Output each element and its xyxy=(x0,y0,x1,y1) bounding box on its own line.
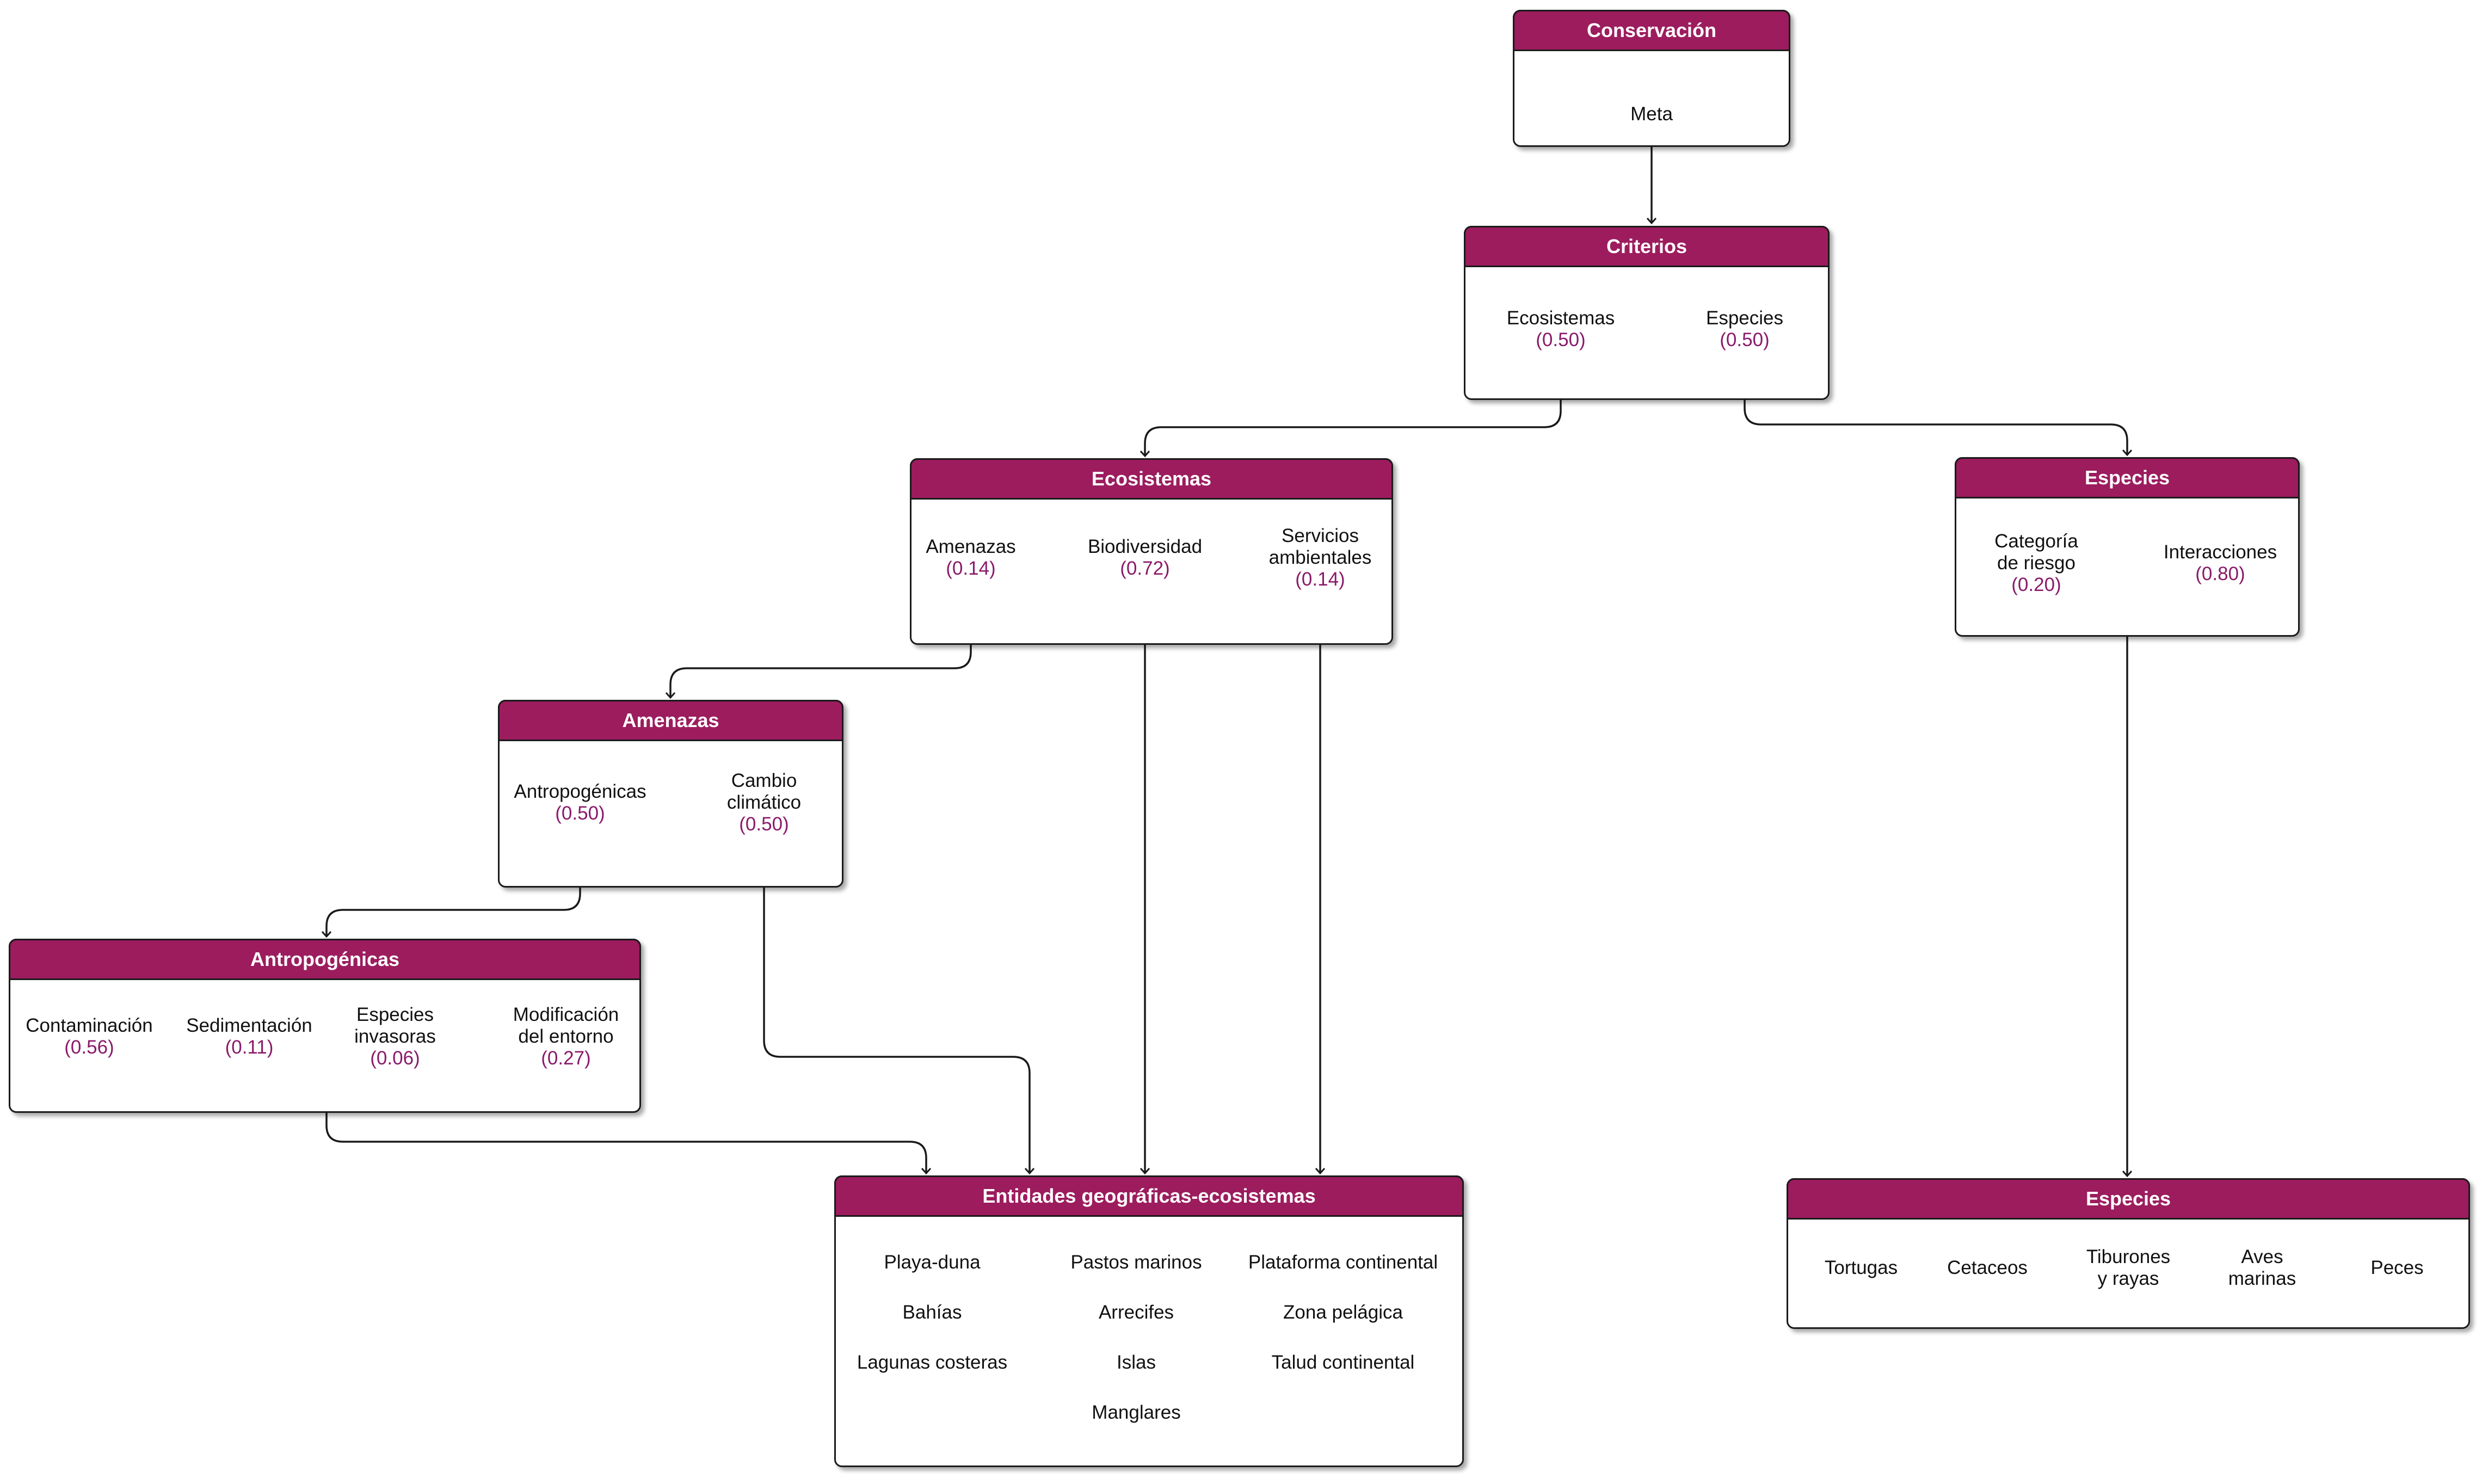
item-text: Modificación xyxy=(513,1004,619,1025)
item-text: Especies xyxy=(356,1004,434,1025)
node-title: Especies xyxy=(1787,1178,2470,1220)
node-title: Especies xyxy=(1955,457,2300,498)
chain-item: Talud continental xyxy=(1271,1352,1415,1373)
item-text: Meta xyxy=(1630,103,1673,125)
item-text: marinas xyxy=(2228,1268,2296,1289)
item-label: Meta xyxy=(1630,103,1673,125)
node-antropogenicas: Antropogénicas xyxy=(9,939,641,1113)
node-ecosistemas: Ecosistemas xyxy=(910,458,1393,645)
item-text: invasoras xyxy=(354,1026,436,1047)
item-weight: (0.27) xyxy=(541,1048,591,1069)
connector-cambio-entidades xyxy=(763,871,1035,1175)
item-text: y rayas xyxy=(2097,1268,2159,1289)
node-title: Entidades geográficas-ecosistemas xyxy=(834,1175,1464,1217)
item-text: Aves xyxy=(2241,1246,2283,1267)
item-label: Sedimentación(0.11) xyxy=(186,1015,312,1058)
item-text: Amenazas xyxy=(926,536,1016,557)
item-text: Ecosistemas xyxy=(1506,307,1615,329)
node-title: Criterios xyxy=(1464,226,1830,267)
item-weight: (0.50) xyxy=(1720,329,1770,350)
item-weight: (0.06) xyxy=(370,1048,420,1069)
item-label: Ecosistemas(0.50) xyxy=(1507,307,1615,351)
item-text: Cambio xyxy=(731,770,797,791)
item-text: Contaminación xyxy=(26,1015,153,1036)
node-title: Ecosistemas xyxy=(910,458,1393,500)
chain-item: Lagunas costeras xyxy=(857,1352,1008,1373)
item-weight: (0.20) xyxy=(2011,574,2061,595)
item-text: Tortugas xyxy=(1824,1257,1898,1278)
item-text: ambientales xyxy=(1268,547,1372,568)
chain-item: Islas xyxy=(1117,1352,1156,1373)
chain-item: Playa-duna xyxy=(884,1252,981,1273)
item-weight: (0.72) xyxy=(1120,558,1170,579)
item-label: Cetaceos xyxy=(1947,1257,2028,1279)
chain-item: Bahías xyxy=(902,1302,962,1323)
item-text: Interacciones xyxy=(2163,541,2277,563)
item-label: Especies(0.50) xyxy=(1706,307,1783,351)
item-text: Tiburones xyxy=(2086,1246,2171,1267)
item-weight: (0.80) xyxy=(2195,563,2245,584)
item-text: Servicios xyxy=(1282,525,1359,546)
item-weight: (0.14) xyxy=(1295,569,1345,590)
item-label: Amenazas(0.14) xyxy=(926,536,1015,580)
node-especies-bottom: Especies xyxy=(1787,1178,2470,1329)
item-label: Antropogénicas(0.50) xyxy=(514,781,646,824)
item-weight: (0.11) xyxy=(225,1037,274,1058)
node-title: Conservación xyxy=(1513,10,1790,51)
item-label: Peces xyxy=(2370,1257,2423,1279)
item-label: Tortugas xyxy=(1825,1257,1898,1279)
item-weight: (0.50) xyxy=(1536,329,1586,350)
item-weight: (0.14) xyxy=(946,558,996,579)
item-label: Interacciones(0.80) xyxy=(2164,541,2277,585)
item-label: Biodiversidad(0.72) xyxy=(1088,536,1202,580)
item-label: Contaminación(0.56) xyxy=(26,1015,152,1058)
item-text: Sedimentación xyxy=(186,1015,312,1036)
chain-item: Plataforma continental xyxy=(1248,1252,1438,1273)
item-weight: (0.50) xyxy=(555,803,605,824)
item-text: del entorno xyxy=(518,1026,614,1047)
item-text: Peces xyxy=(2370,1257,2424,1278)
item-weight: (0.56) xyxy=(64,1037,114,1058)
node-amenazas: Amenazas xyxy=(498,700,843,888)
chain-item: Arrecifes xyxy=(1098,1302,1174,1323)
item-weight: (0.50) xyxy=(739,814,789,835)
chain-item: Manglares xyxy=(1092,1402,1181,1423)
item-text: Antropogénicas xyxy=(514,781,646,802)
node-title: Amenazas xyxy=(498,700,843,741)
item-text: Cetaceos xyxy=(1947,1257,2028,1278)
chain-item: Pastos marinos xyxy=(1070,1252,1202,1273)
node-entidades: Entidades geográficas-ecosistemas xyxy=(834,1175,1464,1467)
chain-item: Zona pelágica xyxy=(1283,1302,1403,1323)
node-title: Antropogénicas xyxy=(9,939,641,980)
item-text: climático xyxy=(726,792,802,813)
node-conservacion: Conservación xyxy=(1513,10,1790,147)
node-criterios: Criterios xyxy=(1464,226,1830,400)
item-text: Biodiversidad xyxy=(1087,536,1203,557)
node-especies-top: Especies xyxy=(1955,457,2300,637)
item-text: Especies xyxy=(1705,307,1784,329)
item-text: de riesgo xyxy=(1997,552,2075,574)
item-text: Categoría xyxy=(1994,531,2078,552)
